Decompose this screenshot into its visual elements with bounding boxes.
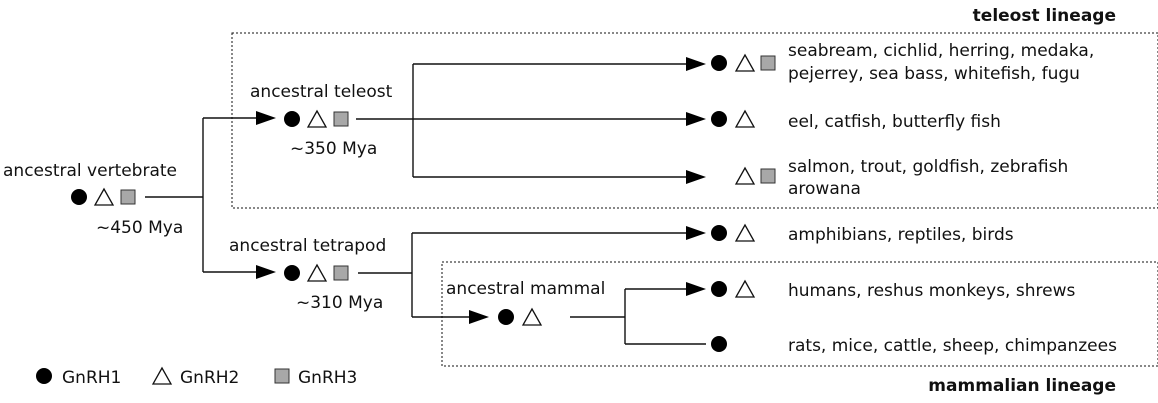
gnrh2-icon (734, 166, 756, 185)
arrow-head (686, 170, 706, 184)
gnrh2-icon (306, 263, 328, 282)
vertebrate-node-label: ancestral vertebrate (3, 161, 177, 181)
gnrh3-icon (274, 368, 290, 384)
teleost-lineage-box (231, 32, 1158, 209)
gnrh1-icon (284, 111, 300, 127)
tetrapod-a-species: amphibians, reptiles, birds (788, 225, 1014, 245)
legend-gnrh3-label: GnRH3 (298, 368, 357, 388)
gnrh1-icon (711, 281, 727, 297)
teleost-a-species-line2: pejerrey, sea bass, whitefish, fugu (788, 64, 1080, 84)
mammalian-lineage-label: mammalian lineage (928, 376, 1116, 396)
mammalian-lineage-box (441, 261, 1158, 367)
vertebrate-node-age: ~450 Mya (96, 218, 183, 238)
arrow-head (686, 57, 706, 71)
gnrh1-icon (36, 368, 52, 384)
gnrh1-icon (498, 309, 514, 325)
arrow-head (686, 226, 706, 240)
teleost-c-species-line2: arowana (788, 179, 861, 199)
teleost-lineage-label: teleost lineage (973, 6, 1116, 26)
gnrh2-icon (734, 223, 756, 242)
gnrh3-icon (333, 111, 349, 127)
gnrh1-icon (711, 225, 727, 241)
arrow-head (686, 282, 706, 296)
mammal-a-species: humans, reshus monkeys, shrews (788, 281, 1075, 301)
gnrh3-icon (760, 168, 776, 184)
legend-gnrh2-label: GnRH2 (180, 368, 239, 388)
teleost-a-species-line1: seabream, cichlid, herring, medaka, (788, 41, 1094, 61)
legend: GnRH1 GnRH2 GnRH3 (36, 366, 357, 388)
arrow-head (256, 111, 276, 125)
mammal-b-species: rats, mice, cattle, sheep, chimpanzees (788, 336, 1117, 356)
arrow-head (469, 310, 489, 324)
gnrh1-icon (711, 55, 727, 71)
gnrh2-icon (306, 109, 328, 128)
legend-gnrh1-label: GnRH1 (62, 368, 121, 388)
tetrapod-node-label: ancestral tetrapod (229, 236, 386, 256)
gnrh2-icon (151, 366, 173, 385)
teleost-node-age: ~350 Mya (290, 139, 377, 159)
gnrh3-icon (333, 265, 349, 281)
arrow-head (256, 265, 276, 279)
gnrh2-icon (734, 53, 756, 72)
arrow-head (686, 112, 706, 126)
teleost-c-species-line1: salmon, trout, goldfish, zebrafish (788, 157, 1068, 177)
teleost-node-label: ancestral teleost (250, 82, 393, 102)
gnrh1-icon (711, 336, 727, 352)
gnrh2-icon (93, 187, 115, 206)
gnrh2-icon (521, 307, 543, 326)
gnrh2-icon (734, 109, 756, 128)
mammal-node-label: ancestral mammal (446, 279, 605, 299)
gnrh1-icon (284, 265, 300, 281)
gnrh3-icon (120, 189, 136, 205)
teleost-b-species: eel, catfish, butterfly fish (788, 112, 1001, 132)
tetrapod-node-age: ~310 Mya (296, 293, 383, 313)
gnrh2-icon (734, 279, 756, 298)
gnrh3-icon (760, 55, 776, 71)
gnrh1-icon (711, 111, 727, 127)
gnrh1-icon (71, 189, 87, 205)
